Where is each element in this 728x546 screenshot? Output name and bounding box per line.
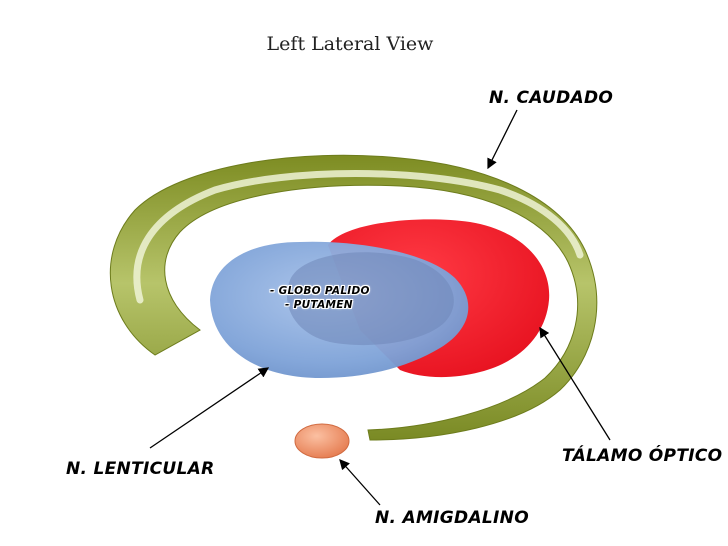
label-globo-palido: - GLOBO PALIDO (270, 285, 370, 297)
label-amigdalino: N. AMIGDALINO (375, 508, 529, 528)
label-talamo: TÁLAMO ÓPTICO (562, 446, 723, 466)
arrow-amigdalino (339, 459, 381, 506)
arrow-talamo (539, 326, 611, 441)
arrow-lenticular (149, 367, 270, 449)
caudate-nucleus-shape (109, 154, 598, 441)
arrow-caudado (487, 109, 518, 170)
amygdala-shape (294, 423, 350, 459)
label-lenticular: N. LENTICULAR (66, 459, 215, 479)
label-caudado: N. CAUDADO (489, 88, 614, 108)
label-putamen: - PUTAMEN (285, 299, 353, 311)
globus-pallidus-shape (286, 252, 454, 346)
diagram-title: Left Lateral View (266, 33, 434, 55)
caudate-highlight (133, 170, 584, 304)
